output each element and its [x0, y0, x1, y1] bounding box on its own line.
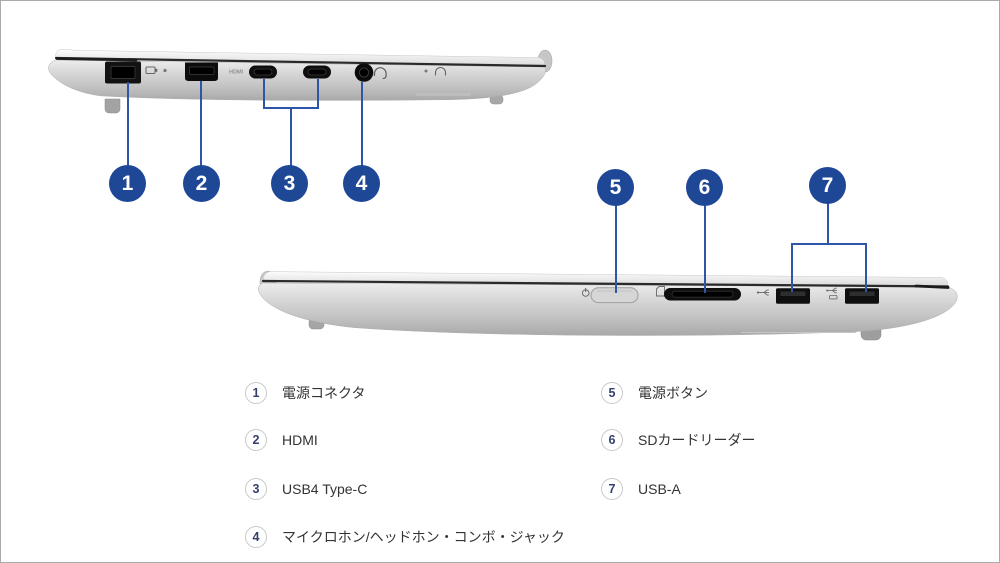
- laptop-left-side-view: HDMI: [48, 49, 553, 114]
- usb-c-port-2: [303, 65, 331, 79]
- callout-lines: [127, 79, 867, 293]
- callout-5: 5: [597, 169, 634, 206]
- legend-item-4: 4 マイクロホン/ヘッドホン・コンボ・ジャック: [245, 526, 565, 548]
- vent-grille: [416, 93, 471, 96]
- lid-seam-dark: [914, 284, 950, 289]
- legend-label-4: マイクロホン/ヘッドホン・コンボ・ジャック: [282, 529, 565, 545]
- callout-4: 4: [343, 165, 380, 202]
- legend-item-5: 5 電源ボタン: [601, 382, 708, 404]
- rubber-foot: [104, 98, 121, 114]
- legend-item-7: 7 USB-A: [601, 478, 681, 500]
- power-icon: [581, 288, 590, 297]
- status-led: [163, 68, 167, 73]
- lid-edge: [55, 49, 545, 67]
- callout-3: 3: [271, 165, 308, 202]
- sd-card-icon: [656, 286, 665, 297]
- callout-5-number: 5: [609, 176, 622, 199]
- hdmi-marking: HDMI: [229, 70, 244, 76]
- callout-1: 1: [109, 165, 146, 202]
- lid-seam-dark: [55, 57, 138, 62]
- callout-6-number: 6: [698, 176, 711, 199]
- legend-number-4: 4: [245, 526, 267, 548]
- callout-4-number: 4: [355, 172, 368, 195]
- legend-number-5: 5: [601, 382, 623, 404]
- legend-number-3: 3: [245, 478, 267, 500]
- usb-c-port-1: [249, 65, 277, 79]
- usb-a-port-1: [776, 288, 810, 304]
- legend-item-1: 1 電源コネクタ: [245, 382, 365, 404]
- legend-number-2: 2: [245, 429, 267, 451]
- vent-grille: [331, 319, 377, 323]
- legend-label-3: USB4 Type-C: [282, 481, 368, 497]
- callout-6: 6: [686, 169, 723, 206]
- sd-card-slot: [664, 288, 741, 301]
- callout-2: 2: [183, 165, 220, 202]
- legend-item-6: 6 SDカードリーダー: [601, 429, 755, 451]
- callout-3-number: 3: [283, 172, 296, 195]
- hdmi-port: [185, 62, 218, 81]
- legend-number-1: 1: [245, 382, 267, 404]
- legend-label-2: HDMI: [282, 432, 318, 448]
- power-connector-port: [105, 61, 141, 84]
- battery-icon: [145, 66, 158, 74]
- legend-number-6: 6: [601, 429, 623, 451]
- audio-combo-jack: [354, 63, 374, 82]
- legend-label-1: 電源コネクタ: [282, 385, 366, 401]
- legend-item-2: 2 HDMI: [245, 429, 318, 451]
- lid-seam: [54, 56, 547, 68]
- legend-label-5: 電源ボタン: [638, 385, 708, 401]
- legend-number-7: 7: [601, 478, 623, 500]
- laptop-right-side-view: [258, 270, 958, 341]
- usb-charging-icon: [826, 287, 838, 300]
- callout-1-number: 1: [121, 172, 134, 195]
- power-button: [590, 287, 639, 304]
- lid-edge: [262, 270, 948, 287]
- callout-7-number: 7: [821, 174, 834, 197]
- legend-item-3: 3 USB4 Type-C: [245, 478, 367, 500]
- usb-icon: [756, 289, 769, 296]
- chassis: [48, 59, 546, 101]
- usb-a-port-2: [845, 288, 879, 304]
- legend-label-7: USB-A: [638, 481, 681, 497]
- headphone-icon: [434, 67, 447, 76]
- callout-7: 7: [809, 167, 846, 204]
- headset-icon: [373, 67, 387, 80]
- legend-label-6: SDカードリーダー: [638, 432, 756, 448]
- mic-led: [424, 69, 428, 73]
- callout-2-number: 2: [195, 172, 208, 195]
- lid-seam: [261, 279, 950, 288]
